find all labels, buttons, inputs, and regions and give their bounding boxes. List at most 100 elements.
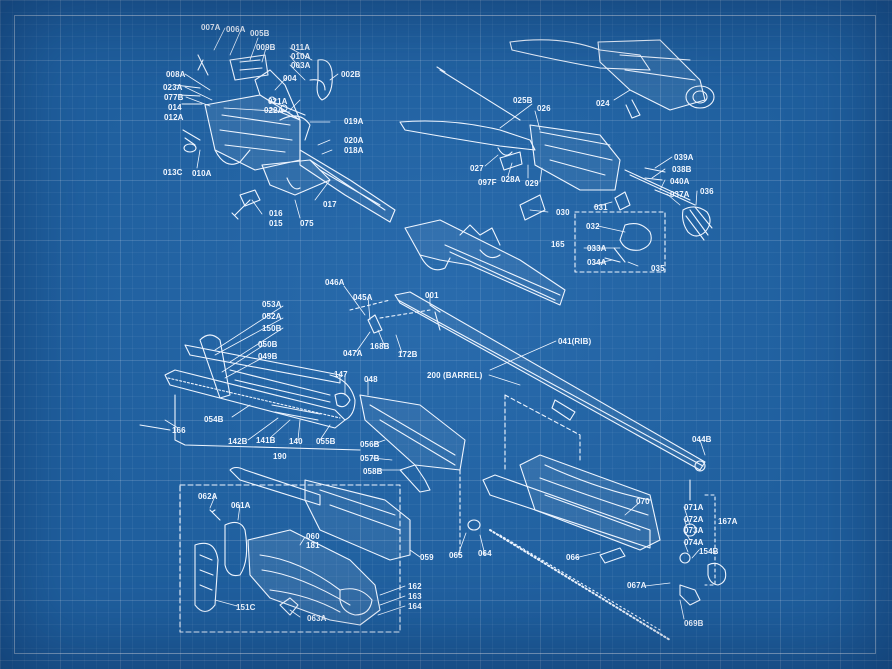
label-037A: 037A xyxy=(670,190,690,199)
label-172B: 172B xyxy=(398,350,418,359)
label-014: 014 xyxy=(168,103,182,112)
label-046A: 046A xyxy=(325,278,345,287)
label-154B: 154B xyxy=(699,547,719,556)
label-018A: 018A xyxy=(344,146,364,155)
label-035: 035 xyxy=(651,264,665,273)
label-142B: 142B xyxy=(228,437,248,446)
label-077B: 077B xyxy=(164,93,184,102)
label-011A: 011A xyxy=(291,43,311,52)
label-181: 181 xyxy=(306,541,320,550)
label-163: 163 xyxy=(408,592,422,601)
label-044B: 044B xyxy=(692,435,712,444)
label-056B: 056B xyxy=(360,440,380,449)
trigger-housing xyxy=(405,220,565,305)
label-168B: 168B xyxy=(370,342,390,351)
label-038B: 038B xyxy=(672,165,692,174)
label-074A: 074A xyxy=(684,538,704,547)
label-022A: 022A xyxy=(264,106,284,115)
label-057B: 057B xyxy=(360,454,380,463)
label-166: 166 xyxy=(172,426,186,435)
label-048: 048 xyxy=(364,375,378,384)
label-027: 027 xyxy=(470,164,484,173)
label-032: 032 xyxy=(586,222,600,231)
label-041-rib: 041(RIB) xyxy=(558,337,592,346)
label-067A: 067A xyxy=(627,581,647,590)
label-010A: 010A xyxy=(192,169,212,178)
label-054B: 054B xyxy=(204,415,224,424)
label-162: 162 xyxy=(408,582,422,591)
stock-group xyxy=(180,485,400,632)
label-140: 140 xyxy=(289,437,303,446)
label-004: 004 xyxy=(283,74,297,83)
label-025B: 025B xyxy=(513,96,533,105)
label-071A: 071A xyxy=(684,503,704,512)
receiver-group xyxy=(400,40,714,272)
label-059: 059 xyxy=(420,553,434,562)
label-040A: 040A xyxy=(670,177,690,186)
barrel xyxy=(350,292,705,555)
label-097F: 097F xyxy=(478,178,497,187)
label-001: 001 xyxy=(425,291,439,300)
label-141B: 141B xyxy=(256,436,276,445)
label-053A: 053A xyxy=(262,300,282,309)
label-151C: 151C xyxy=(236,603,256,612)
label-031: 031 xyxy=(594,203,608,212)
label-164: 164 xyxy=(408,602,422,611)
label-061A: 061A xyxy=(231,501,251,510)
label-200-barrel: 200 (BARREL) xyxy=(427,371,483,380)
label-167A: 167A xyxy=(718,517,738,526)
label-023A: 023A xyxy=(163,83,183,92)
label-010A-top: 010A xyxy=(291,52,311,61)
label-073A: 073A xyxy=(684,526,704,535)
label-050B: 050B xyxy=(258,340,278,349)
label-036: 036 xyxy=(700,187,714,196)
label-006A: 006A xyxy=(226,25,246,34)
label-047A: 047A xyxy=(343,349,363,358)
label-075: 075 xyxy=(300,219,314,228)
label-065: 065 xyxy=(449,551,463,560)
label-024: 024 xyxy=(596,99,610,108)
label-028A: 028A xyxy=(501,175,521,184)
forend-magazine xyxy=(230,455,726,640)
label-029: 029 xyxy=(525,179,539,188)
label-007A: 007A xyxy=(201,23,221,32)
label-039A: 039A xyxy=(674,153,694,162)
leader-lines xyxy=(165,28,705,619)
label-063A: 063A xyxy=(307,614,327,623)
label-021A: 021A xyxy=(268,97,288,106)
label-147: 147 xyxy=(334,370,348,379)
label-003A: 003A xyxy=(291,61,311,70)
label-009B: 009B xyxy=(256,43,276,52)
label-015: 015 xyxy=(269,219,283,228)
label-150B: 150B xyxy=(262,324,282,333)
label-013C: 013C xyxy=(163,168,183,177)
label-190: 190 xyxy=(273,452,287,461)
label-034A: 034A xyxy=(587,258,607,267)
label-002B: 002B xyxy=(341,70,361,79)
label-165: 165 xyxy=(551,240,565,249)
label-020A: 020A xyxy=(344,136,364,145)
border-frame xyxy=(14,15,876,654)
label-019A: 019A xyxy=(344,117,364,126)
label-045A: 045A xyxy=(353,293,373,302)
label-012A: 012A xyxy=(164,113,184,122)
label-030: 030 xyxy=(556,208,570,217)
action-bars xyxy=(140,335,465,492)
label-017: 017 xyxy=(323,200,337,209)
label-055B: 055B xyxy=(316,437,336,446)
label-058B: 058B xyxy=(363,467,383,476)
trigger-group xyxy=(175,55,395,222)
label-066: 066 xyxy=(566,553,580,562)
label-033A: 033A xyxy=(587,244,607,253)
label-052A: 052A xyxy=(262,312,282,321)
label-062A: 062A xyxy=(198,492,218,501)
label-069B: 069B xyxy=(684,619,704,628)
label-008A: 008A xyxy=(166,70,186,79)
label-070: 070 xyxy=(636,497,650,506)
label-016: 016 xyxy=(269,209,283,218)
label-049B: 049B xyxy=(258,352,278,361)
label-026: 026 xyxy=(537,104,551,113)
label-005B: 005B xyxy=(250,29,270,38)
